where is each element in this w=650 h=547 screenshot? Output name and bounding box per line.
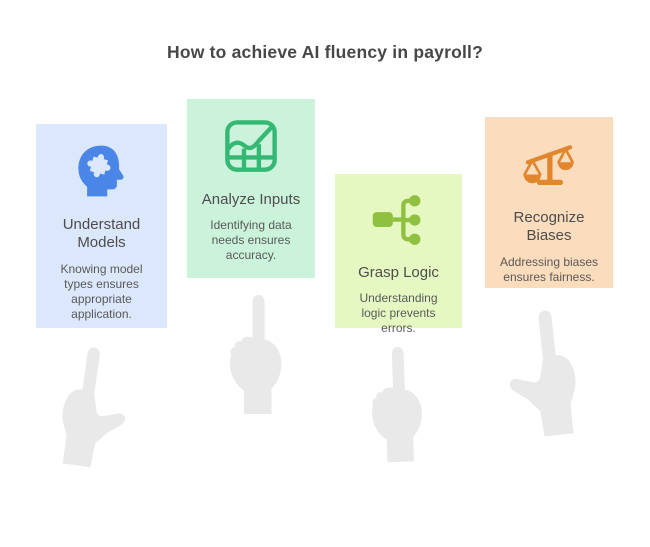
card-icon-wrap: [222, 117, 280, 175]
pointing-hand-icon: [358, 343, 438, 464]
pointing-hand-icon: [493, 302, 596, 441]
flowchart-icon: [372, 195, 420, 245]
card-icon-wrap: [73, 142, 131, 200]
head-puzzle-icon: [77, 145, 124, 197]
card-title: Analyze Inputs: [201, 191, 301, 208]
pointing-hand-up-icon: [372, 346, 422, 463]
page-title: How to achieve AI fluency in payroll?: [167, 42, 483, 62]
card-title: Recognize Biases: [513, 209, 585, 245]
card-recognize-biases: Recognize Biases Addressing biases ensur…: [485, 117, 613, 288]
pointing-hand-thumb-icon: [509, 310, 576, 437]
pointing-hand-thumb-icon: [62, 347, 126, 468]
pointing-hand-up-icon: [229, 295, 282, 414]
card-grasp-logic: Grasp Logic Understanding logic prevents…: [335, 174, 462, 335]
card-body: Identifying data needs ensures accuracy.: [210, 218, 292, 263]
card-icon-wrap: [370, 192, 428, 248]
card-body: Understanding logic prevents errors.: [359, 291, 438, 336]
chart-grid-icon: [225, 120, 277, 172]
card-body: Knowing model types ensures appropriate …: [60, 261, 143, 321]
card-analyze-inputs: Analyze Inputs Identifying data needs en…: [187, 99, 315, 278]
card-body: Addressing biases ensures fairness.: [499, 254, 599, 284]
card-icon-wrap: [520, 135, 578, 193]
card-title: Grasp Logic: [358, 264, 439, 281]
balance-scale-icon: [523, 145, 574, 185]
pointing-hand-icon: [38, 337, 146, 473]
card-title: Understand Models: [62, 216, 141, 252]
card-understand-models: Understand Models Knowing model types en…: [36, 124, 167, 328]
pointing-hand-icon: [218, 292, 296, 414]
